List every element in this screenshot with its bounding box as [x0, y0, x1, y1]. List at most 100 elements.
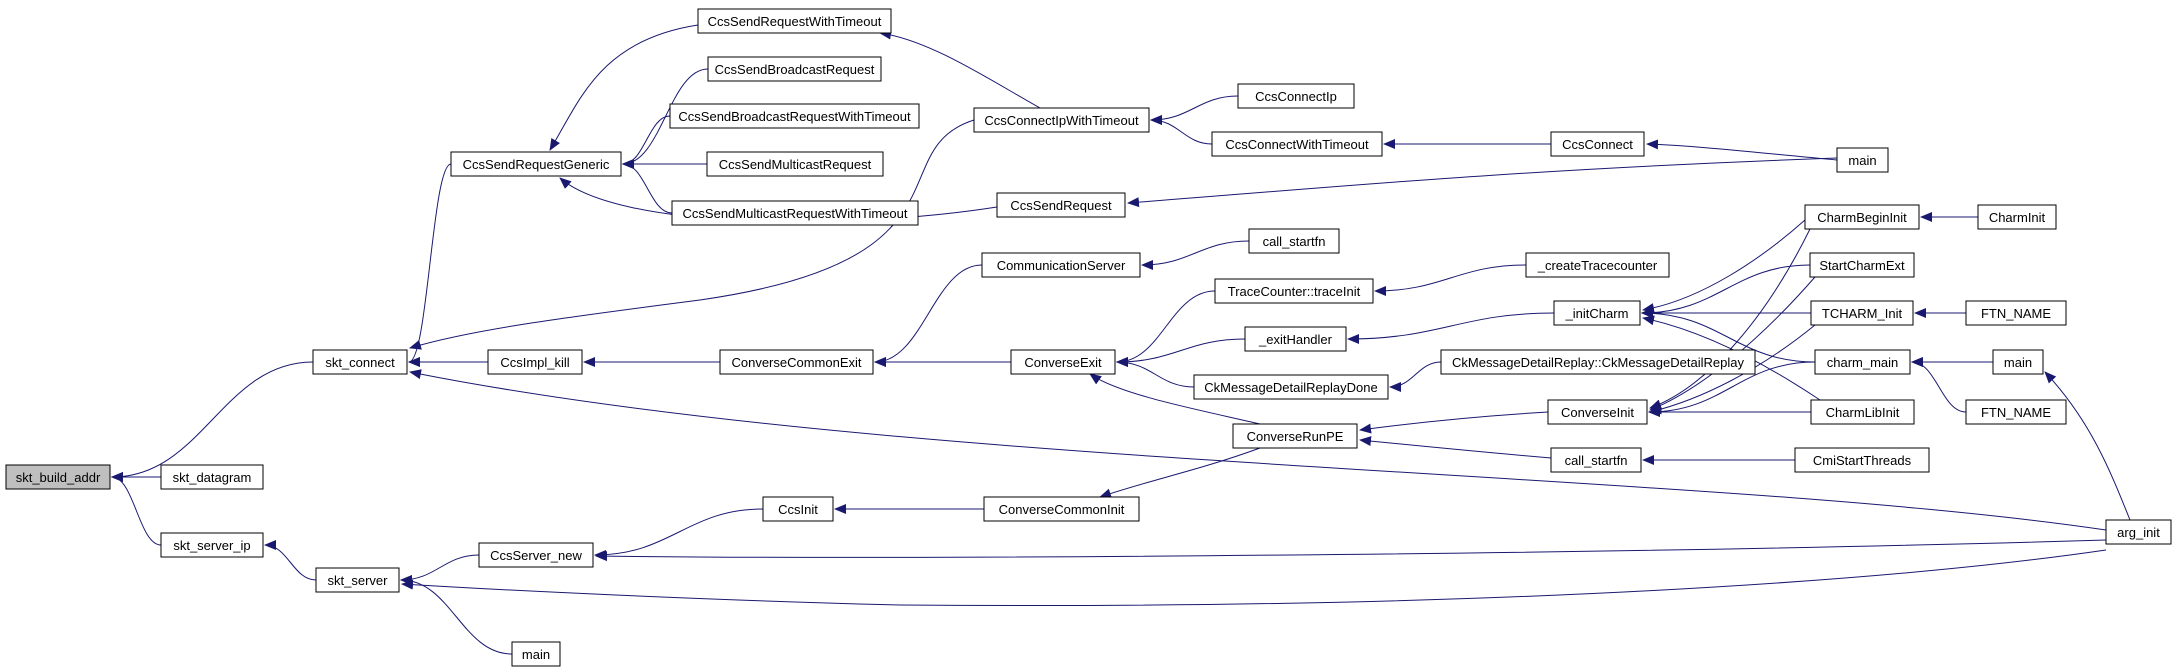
node-label: arg_init	[2117, 525, 2160, 540]
edge-arg_init-to-skt_connect	[409, 369, 2107, 531]
node-skt_build_addr[interactable]: skt_build_addr	[5, 464, 111, 490]
node-label: FTN_NAME	[1981, 306, 2051, 321]
node-label: CcsSendRequest	[1010, 198, 1112, 213]
node-box	[1814, 349, 1911, 375]
edge-CommunicationServer-to-ConverseCommonExit	[874, 264, 983, 367]
edge-CcsConnectWithTimeout-to-CcsConnectIpWithTimeout	[1150, 115, 1213, 145]
node-CcsSendRequest[interactable]: CcsSendRequest	[996, 192, 1126, 218]
node-CcsSendBroadcastRequestWithTimeout[interactable]: CcsSendBroadcastRequestWithTimeout	[669, 103, 920, 129]
node-label: skt_connect	[325, 355, 395, 370]
node-box	[1550, 447, 1642, 473]
node-label: _initCharm	[1565, 306, 1629, 321]
node-TCHARM_Init[interactable]: TCHARM_Init	[1810, 300, 1914, 326]
node-FTN_NAME_a[interactable]: FTN_NAME	[1965, 300, 2067, 326]
edge-TraceCounter_traceInit-to-ConverseExit	[1116, 290, 1216, 367]
node-label: _exitHandler	[1258, 332, 1333, 347]
node-CcsConnectWithTimeout[interactable]: CcsConnectWithTimeout	[1211, 131, 1383, 157]
node-call_startfn_b[interactable]: call_startfn	[1550, 447, 1642, 473]
node-label: ConverseExit	[1024, 355, 1102, 370]
node-CkMessageDetailReplayDone[interactable]: CkMessageDetailReplayDone	[1193, 374, 1389, 400]
node-box	[1553, 300, 1641, 326]
node-main_b[interactable]: main	[1836, 147, 1889, 173]
node-label: main	[2004, 355, 2032, 370]
node-CmiStartThreads[interactable]: CmiStartThreads	[1794, 447, 1930, 473]
node-box	[1794, 447, 1930, 473]
edge-charm_main-to-ConverseInit	[1648, 361, 1816, 417]
node-exitHandler[interactable]: _exitHandler	[1244, 326, 1347, 352]
node-StartCharmExt[interactable]: StartCharmExt	[1809, 252, 1915, 278]
node-CcsServer_new[interactable]: CcsServer_new	[478, 542, 594, 568]
node-CcsSendBroadcastRequest[interactable]: CcsSendBroadcastRequest	[707, 56, 882, 82]
node-CharmInit[interactable]: CharmInit	[1977, 204, 2057, 230]
node-label: FTN_NAME	[1981, 405, 2051, 420]
node-box	[981, 252, 1141, 278]
node-CcsSendRequestGeneric[interactable]: CcsSendRequestGeneric	[450, 151, 622, 177]
node-box	[719, 349, 874, 375]
node-CcsConnect[interactable]: CcsConnect	[1550, 131, 1645, 157]
node-label: CommunicationServer	[997, 258, 1126, 273]
node-box	[762, 496, 834, 522]
node-ConverseExit[interactable]: ConverseExit	[1010, 349, 1116, 375]
node-call_startfn_a[interactable]: call_startfn	[1248, 228, 1340, 254]
node-box	[1965, 300, 2067, 326]
node-label: TraceCounter::traceInit	[1228, 284, 1361, 299]
node-label: CharmInit	[1989, 210, 2046, 225]
node-TraceCounter_traceInit[interactable]: TraceCounter::traceInit	[1214, 278, 1374, 304]
node-CcsConnectIpWithTimeout[interactable]: CcsConnectIpWithTimeout	[973, 107, 1150, 133]
node-label: skt_build_addr	[16, 470, 101, 485]
node-ConverseCommonInit[interactable]: ConverseCommonInit	[983, 496, 1140, 522]
node-skt_datagram[interactable]: skt_datagram	[160, 464, 264, 490]
edge-FTN_NAME_b-to-charm_main	[1911, 357, 1967, 413]
node-createTracecounter[interactable]: _createTracecounter	[1525, 252, 1670, 278]
node-skt_server[interactable]: skt_server	[315, 567, 400, 593]
node-CcsInit[interactable]: CcsInit	[762, 496, 834, 522]
node-CharmBeginInit[interactable]: CharmBeginInit	[1804, 204, 1920, 230]
node-FTN_NAME_b[interactable]: FTN_NAME	[1965, 399, 2067, 425]
node-box	[1525, 252, 1670, 278]
node-CcsImpl_kill[interactable]: CcsImpl_kill	[487, 349, 583, 375]
node-CcsSendRequestWithTimeout[interactable]: CcsSendRequestWithTimeout	[697, 8, 892, 34]
node-label: CcsConnectIpWithTimeout	[984, 113, 1139, 128]
node-arg_init[interactable]: arg_init	[2105, 519, 2172, 545]
node-CcsConnectIp[interactable]: CcsConnectIp	[1237, 83, 1355, 109]
node-label: CcsSendBroadcastRequest	[715, 62, 875, 77]
edge-main_b-to-CcsSendRequest	[1127, 157, 1838, 208]
node-label: main	[522, 647, 550, 662]
edge-CcsSendRequestGeneric-to-skt_connect	[408, 163, 452, 367]
node-charm_main[interactable]: charm_main	[1814, 349, 1911, 375]
node-label: _createTracecounter	[1537, 258, 1658, 273]
node-CommunicationServer[interactable]: CommunicationServer	[981, 252, 1141, 278]
edge-charm_main-to-initCharm	[1641, 308, 1816, 363]
node-CcsSendMulticastRequestWithTimeout[interactable]: CcsSendMulticastRequestWithTimeout	[671, 200, 919, 226]
node-label: CcsInit	[778, 502, 818, 517]
edge-CcsConnectIpWithTimeout-to-CcsSendRequestWithTimeout	[879, 29, 1041, 109]
node-main_a[interactable]: main	[511, 641, 561, 667]
node-label: CkMessageDetailReplay::CkMessageDetailRe…	[1452, 355, 1744, 370]
edge-initCharm-to-exitHandler	[1347, 312, 1555, 344]
node-box	[671, 200, 919, 226]
node-box	[1010, 349, 1116, 375]
node-ConverseInit[interactable]: ConverseInit	[1547, 399, 1648, 425]
node-box	[1440, 349, 1756, 375]
node-initCharm[interactable]: _initCharm	[1553, 300, 1641, 326]
node-box	[478, 542, 594, 568]
node-box	[487, 349, 583, 375]
node-ConverseRunPE[interactable]: ConverseRunPE	[1232, 423, 1358, 449]
node-box	[983, 496, 1140, 522]
node-label: call_startfn	[1565, 453, 1628, 468]
node-label: skt_server_ip	[173, 538, 250, 553]
node-label: CcsImpl_kill	[500, 355, 569, 370]
node-box	[1193, 374, 1389, 400]
node-main_c[interactable]: main	[1992, 349, 2044, 375]
node-box	[315, 567, 400, 593]
node-ConverseCommonExit[interactable]: ConverseCommonExit	[719, 349, 874, 375]
node-box	[5, 464, 111, 490]
edge-arg_init-to-main_c	[2044, 371, 2131, 521]
node-box	[511, 641, 561, 667]
node-CkMessageDetailReplay_ctor[interactable]: CkMessageDetailReplay::CkMessageDetailRe…	[1440, 349, 1756, 375]
node-CharmLibInit[interactable]: CharmLibInit	[1810, 399, 1915, 425]
node-skt_connect[interactable]: skt_connect	[312, 349, 408, 375]
node-skt_server_ip[interactable]: skt_server_ip	[160, 532, 264, 558]
edge-CharmBeginInit-to-initCharm	[1642, 219, 1806, 314]
node-CcsSendMulticastRequest[interactable]: CcsSendMulticastRequest	[706, 151, 884, 177]
